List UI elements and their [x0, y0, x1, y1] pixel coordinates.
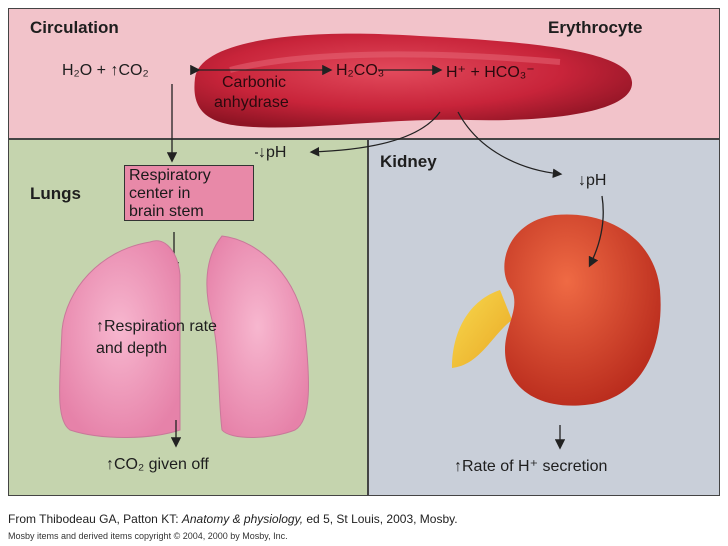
- respiratory-center-box: Respiratory center in brain stem: [124, 165, 254, 221]
- citation-prefix: From Thibodeau GA, Patton KT:: [8, 512, 182, 526]
- erythrocyte-title: Erythrocyte: [548, 18, 643, 37]
- copyright-notice: Mosby items and derived items copyright …: [8, 531, 288, 541]
- kidney-title: Kidney: [380, 152, 437, 171]
- circulation-title: Circulation: [30, 18, 119, 37]
- lungs-title: Lungs: [30, 184, 81, 203]
- carbonic-acid-label: H₂CO₃: [336, 62, 385, 79]
- lungs-ph-label: ↓pH: [258, 144, 287, 161]
- products-label: H⁺ + HCO₃⁻: [446, 64, 535, 81]
- respiratory-center-line-2: center in: [129, 185, 191, 202]
- respiratory-center-line-3: brain stem: [129, 203, 204, 220]
- co2-given-off-label: ↑CO₂ given off: [106, 456, 209, 473]
- reactants-label: H₂O + ↑CO₂: [62, 62, 149, 79]
- left-lung: [59, 240, 181, 438]
- citation-suffix: ed 5, St Louis, 2003, Mosby.: [303, 512, 458, 526]
- ureter: [452, 290, 512, 368]
- respiratory-center-line-1: Respiratory: [129, 167, 211, 184]
- citation-title: Anatomy & physiology,: [181, 512, 304, 526]
- kidney-organ: [504, 214, 661, 406]
- h-secretion-label: ↑Rate of H⁺ secretion: [454, 458, 608, 475]
- enzyme-label-2: anhydrase: [214, 94, 289, 111]
- respiration-label-2: and depth: [96, 340, 168, 357]
- respiration-label-1: ↑Respiration rate: [96, 318, 217, 335]
- source-citation: From Thibodeau GA, Patton KT: Anatomy & …: [8, 512, 458, 526]
- kidney-ph-label: ↓pH: [578, 172, 607, 189]
- right-lung: [206, 235, 309, 438]
- enzyme-label-1: Carbonic: [222, 74, 287, 91]
